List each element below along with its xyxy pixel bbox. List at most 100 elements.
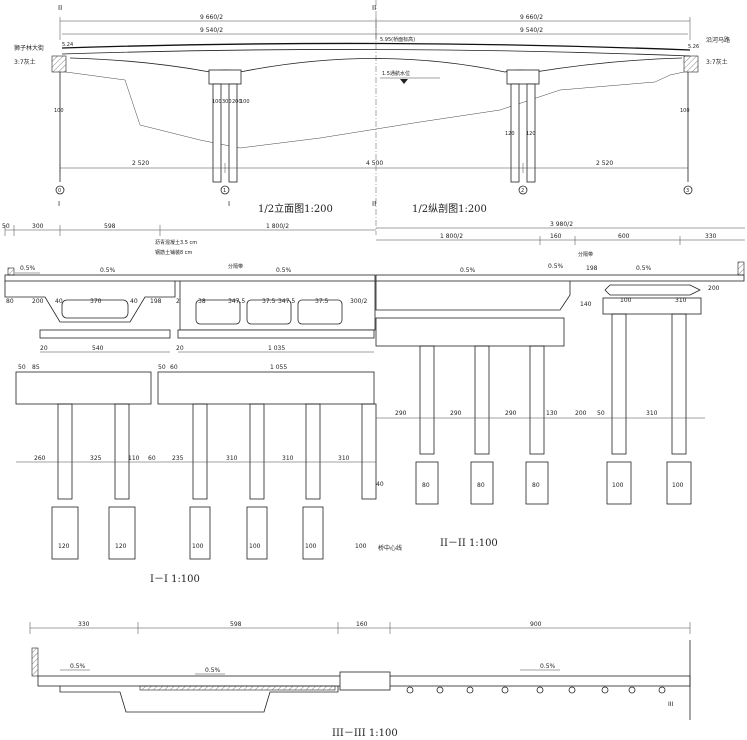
section-mark-top-mid: II bbox=[372, 4, 376, 12]
sII-note-divider: 分隔带 bbox=[578, 251, 593, 258]
fill-right-label: 3:7灰土 bbox=[706, 58, 728, 66]
sII-dm-5: 200 bbox=[708, 285, 720, 292]
dim-bottom-3: 2 520 bbox=[596, 160, 613, 167]
sII-dia-3: 80 bbox=[532, 482, 540, 489]
sI-cap-d8: 60 bbox=[170, 364, 178, 371]
sI-gd-3: 40 bbox=[55, 298, 63, 305]
sI-gd-13: 300/2 bbox=[350, 298, 367, 305]
sII-dia-4: 100 bbox=[612, 482, 624, 489]
sII-pd-6: 50 bbox=[597, 410, 605, 417]
sI-note-divider: 分隔带 bbox=[228, 263, 243, 270]
sIII-slope-1: 0.5% bbox=[70, 663, 86, 670]
sI-dia-2: 120 bbox=[115, 543, 127, 550]
sI-gd-8: 38 bbox=[198, 298, 206, 305]
sII-dm-1: 198 bbox=[586, 265, 598, 272]
sII-slope-2: 0.5% bbox=[548, 263, 564, 270]
sI-gd-4: 370 bbox=[90, 298, 102, 305]
sIII-divider-block bbox=[339, 671, 391, 691]
sI-cap-d4: 1 035 bbox=[268, 345, 285, 352]
dim-span-inner-left: 9 540/2 bbox=[200, 27, 223, 34]
sI-cap-d7: 50 bbox=[158, 364, 166, 371]
dim-span-total-left: 9 660/2 bbox=[200, 14, 223, 21]
sII-cap-beam-side bbox=[602, 297, 702, 315]
sII-cap-beam-main bbox=[375, 317, 565, 347]
sI-gd-5: 40 bbox=[130, 298, 138, 305]
pier-1-pile-a bbox=[212, 83, 222, 183]
sIII-dim-4: 900 bbox=[530, 621, 542, 628]
section-mark-top-left: II bbox=[58, 4, 62, 12]
sII-dim-top-2: 1 800/2 bbox=[440, 233, 463, 240]
sII-dm-3: 100 bbox=[620, 297, 632, 304]
dim-span-inner-right: 9 540/2 bbox=[520, 27, 543, 34]
sI-cap-beam-left bbox=[15, 371, 152, 405]
sII-dim-top-1: 3 980/2 bbox=[550, 221, 573, 228]
axis-0: 0 bbox=[58, 188, 61, 194]
sI-gd-2: 200 bbox=[32, 298, 44, 305]
dim-span-total-right: 9 660/2 bbox=[520, 14, 543, 21]
sI-slope-2: 0.5% bbox=[100, 267, 116, 274]
sIII-box-girder bbox=[59, 686, 339, 713]
sIII-slope-3: 0.5% bbox=[540, 663, 556, 670]
sII-slope-1: 0.5% bbox=[460, 267, 476, 274]
section-mark-bottom-left: I bbox=[58, 200, 60, 208]
sI-pd-2: 325 bbox=[90, 455, 102, 462]
sII-pd-3: 290 bbox=[505, 410, 517, 417]
sI-pd-3: 110 bbox=[128, 455, 140, 462]
right-road-label: 沿河马路 bbox=[706, 36, 730, 44]
sII-dia-2: 80 bbox=[477, 482, 485, 489]
left-abutment bbox=[51, 55, 67, 73]
sI-bearing-left bbox=[39, 329, 171, 339]
sI-pd-7: 310 bbox=[282, 455, 294, 462]
sII-caption: II－II 1:100 bbox=[440, 538, 498, 549]
sI-cap-d2: 540 bbox=[92, 345, 104, 352]
sII-dm-2: 140 bbox=[580, 301, 592, 308]
sI-dim-top-3: 598 bbox=[104, 223, 116, 230]
sI-side-dim: 40 bbox=[376, 481, 384, 488]
sIII-hollow-slab bbox=[406, 686, 666, 694]
sI-gd-10: 37.5 bbox=[262, 298, 276, 305]
pier-1-cap bbox=[208, 69, 242, 85]
sI-cap-d1: 20 bbox=[40, 345, 48, 352]
sI-note-asphalt: 沥青混凝土3.5 cm bbox=[155, 239, 197, 246]
sII-piles bbox=[415, 313, 692, 505]
sI-deck-slab bbox=[4, 274, 376, 282]
sII-pd-2: 290 bbox=[450, 410, 462, 417]
sI-cap-d6: 85 bbox=[32, 364, 40, 371]
pier-dim-f: 120 bbox=[526, 131, 536, 137]
sI-dim-top-2: 300 bbox=[32, 223, 44, 230]
riverbed-line bbox=[65, 71, 685, 149]
sII-pd-5: 200 bbox=[575, 410, 587, 417]
section-mark-bottom-mid: II bbox=[372, 200, 376, 208]
pier-2-pile-a bbox=[510, 83, 520, 183]
sI-cap-d9: 1 055 bbox=[270, 364, 287, 371]
section-II: 3 980/2 1 800/2 160 600 330 分隔带 0.5% 0.5… bbox=[375, 221, 745, 549]
sI-bearing-right bbox=[177, 329, 375, 339]
sII-dim-top-4: 600 bbox=[618, 233, 630, 240]
sI-cap-beam-right bbox=[157, 371, 375, 405]
pier-dim-a: 100 bbox=[212, 99, 222, 105]
sIII-slope-2: 0.5% bbox=[205, 667, 221, 674]
sI-gd-1: 80 bbox=[6, 298, 14, 305]
sII-dm-4: 310 bbox=[675, 297, 687, 304]
elev-left: 5.24 bbox=[62, 42, 73, 48]
axis-1: 1 bbox=[223, 188, 226, 194]
elevation-view: II II 9 660/2 9 660/2 9 540/2 9 540/2 狮子… bbox=[14, 0, 730, 235]
fill-left-label: 3:7灰土 bbox=[14, 58, 36, 66]
sI-pd-5: 235 bbox=[172, 455, 184, 462]
pier-dim-d: 100 bbox=[240, 99, 250, 105]
sI-slope-3: 0.5% bbox=[276, 267, 292, 274]
elev-right: 5.26 bbox=[688, 44, 699, 50]
girder-soffit bbox=[69, 57, 683, 73]
sI-note-paving: 钢筋土铺装8 cm bbox=[155, 249, 193, 256]
elev-mid: 5.95(桥面标高) bbox=[380, 36, 415, 43]
sIII-end-mark: III bbox=[668, 701, 674, 708]
sIII-dim-3: 160 bbox=[356, 621, 368, 628]
sI-girder-left bbox=[4, 281, 176, 323]
pier-dim-b: 300 bbox=[222, 99, 232, 105]
sI-dim-top-4: 1 800/2 bbox=[266, 223, 289, 230]
sII-side-girder bbox=[604, 284, 701, 296]
pier-dim-e: 120 bbox=[505, 131, 515, 137]
sI-caption: I－I 1:100 bbox=[150, 574, 200, 585]
right-abutment bbox=[683, 55, 699, 73]
sII-pd-4: 130 bbox=[546, 410, 558, 417]
